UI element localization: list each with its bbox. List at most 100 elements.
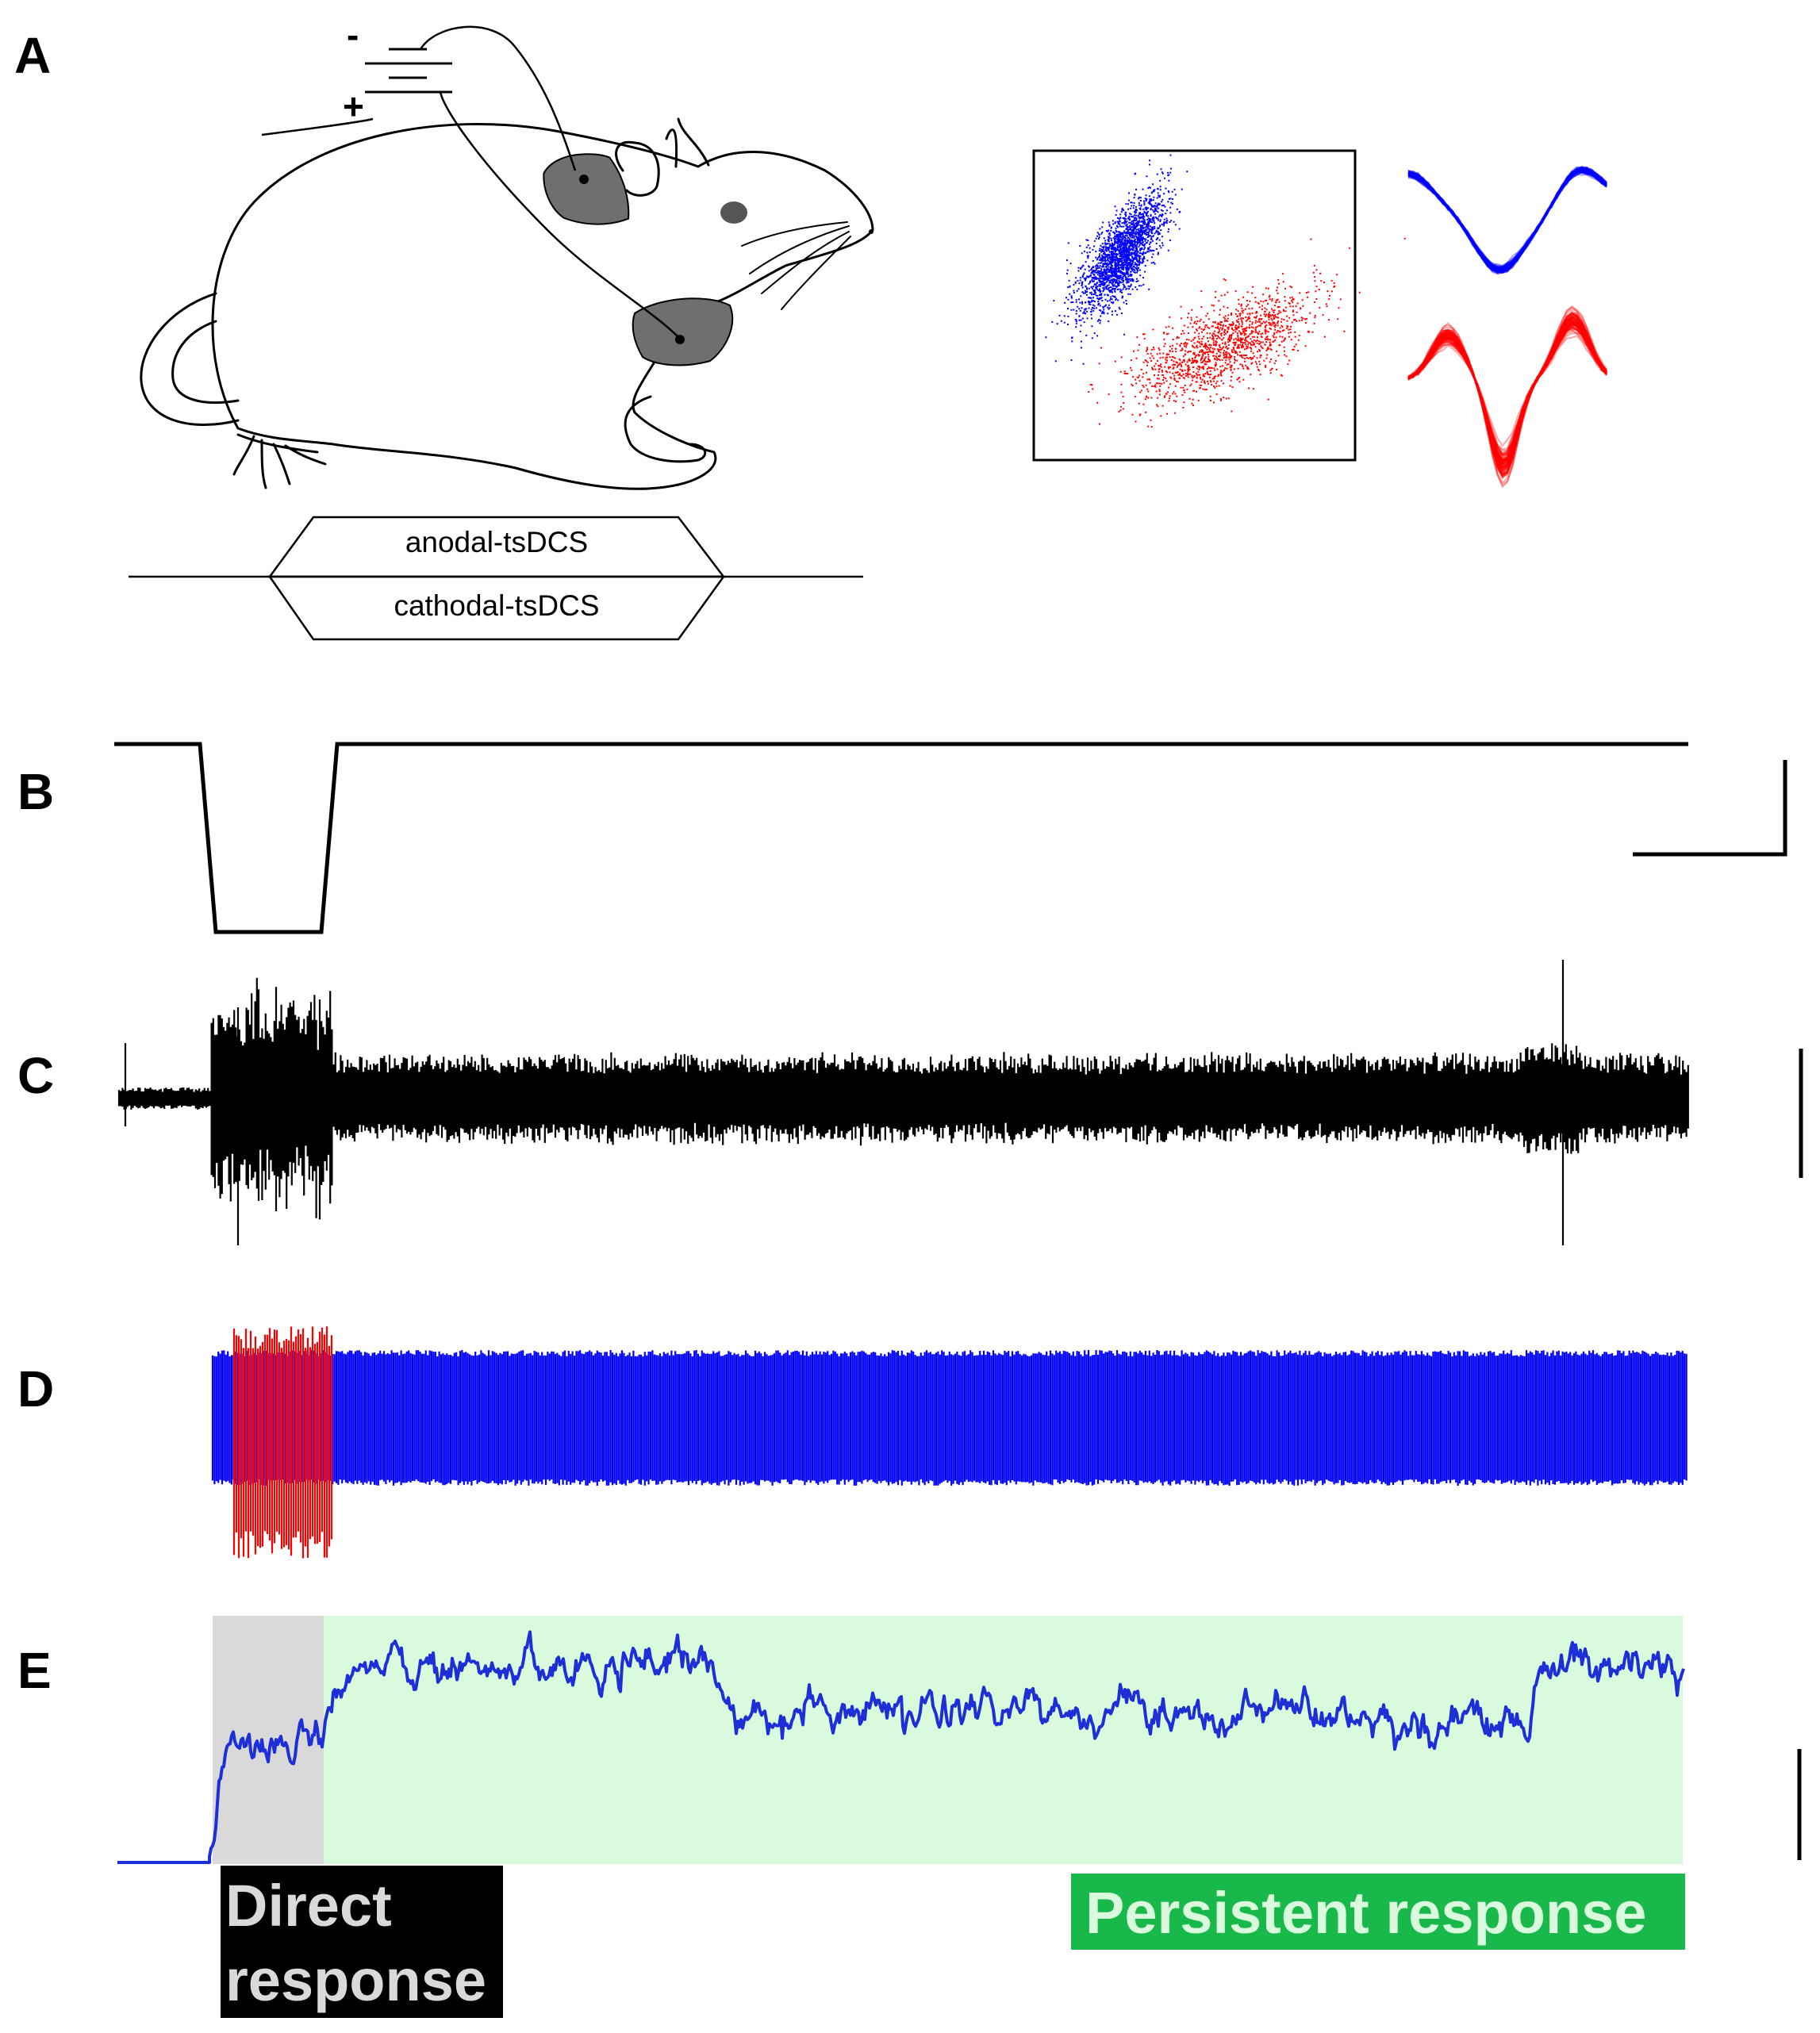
waveform-line bbox=[1407, 316, 1607, 468]
waveform-line bbox=[1407, 323, 1607, 461]
waveform-line bbox=[1407, 320, 1607, 466]
waveform-line bbox=[1407, 168, 1607, 270]
waveform-line bbox=[1407, 317, 1607, 469]
waveform-line bbox=[1407, 321, 1607, 464]
waveform-line bbox=[1407, 324, 1607, 462]
waveform-line bbox=[1407, 328, 1607, 455]
waveform-line bbox=[1407, 168, 1607, 272]
panel-label-e: E bbox=[17, 1642, 52, 1699]
battery-symbol bbox=[365, 48, 452, 94]
mouse-body bbox=[211, 122, 874, 490]
waveform-line bbox=[1407, 316, 1607, 471]
persistent-response-label: Persistent response bbox=[1085, 1880, 1646, 1946]
waveform-line bbox=[1407, 321, 1607, 465]
sorted-units-trace bbox=[211, 1326, 1688, 1559]
waveform-line bbox=[1407, 171, 1607, 270]
waveform-line bbox=[1407, 171, 1607, 270]
waveform-line bbox=[1407, 171, 1607, 268]
waveform-line bbox=[1407, 323, 1607, 464]
waveform-line bbox=[1407, 316, 1607, 474]
waveform-line bbox=[1407, 169, 1607, 270]
waveform-line bbox=[1407, 166, 1607, 273]
waveform-line bbox=[1407, 169, 1607, 271]
waveform-line bbox=[1407, 170, 1607, 270]
waveform-line bbox=[1407, 171, 1607, 270]
waveform-line bbox=[1407, 326, 1607, 456]
waveform-line bbox=[1407, 167, 1607, 272]
waveform-line bbox=[1407, 316, 1607, 470]
cluster-points bbox=[1045, 154, 1188, 365]
waveform-line bbox=[1407, 322, 1607, 462]
waveform-line bbox=[1407, 315, 1607, 472]
unit-2-spikes bbox=[232, 1326, 333, 1559]
mouse-eye bbox=[720, 201, 747, 224]
waveform-line bbox=[1407, 320, 1607, 464]
waveform-line bbox=[1407, 171, 1607, 267]
waveform-line bbox=[1407, 320, 1607, 468]
raw-recording-trace bbox=[117, 960, 1689, 1245]
waveform-line bbox=[1407, 312, 1607, 478]
panel-label-d: D bbox=[17, 1360, 54, 1417]
direct-response-label-line1: Direct bbox=[225, 1873, 392, 1939]
waveform-line bbox=[1407, 314, 1607, 477]
waveform-line bbox=[1407, 330, 1607, 452]
waveform-line bbox=[1407, 313, 1607, 475]
waveform-line bbox=[1407, 332, 1607, 451]
waveform-line bbox=[1407, 167, 1607, 273]
waveform-line bbox=[1407, 168, 1607, 271]
waveform-line bbox=[1407, 320, 1607, 463]
waveform-line bbox=[1407, 168, 1607, 271]
waveform-line bbox=[1407, 321, 1607, 464]
waveform-line bbox=[1407, 306, 1607, 489]
cluster-plot-frame bbox=[1032, 149, 1357, 462]
waveform-line bbox=[1407, 315, 1607, 475]
waveform-line bbox=[1407, 167, 1607, 274]
waveform-line bbox=[1407, 170, 1607, 270]
waveform-line bbox=[1407, 165, 1607, 274]
waveform-line bbox=[1407, 321, 1607, 463]
waveform-line bbox=[1407, 312, 1607, 475]
mouse-illustration bbox=[140, 117, 874, 490]
battery-plus-sign: + bbox=[343, 86, 364, 127]
firing-rate-trace bbox=[117, 1630, 1685, 1864]
waveform-line bbox=[1407, 323, 1607, 463]
head-electrode bbox=[543, 153, 630, 225]
back-electrode bbox=[632, 297, 734, 366]
waveform-line bbox=[1407, 328, 1607, 455]
waveform-line bbox=[1407, 169, 1607, 271]
waveform-line bbox=[1407, 168, 1607, 270]
waveform-line bbox=[1407, 325, 1607, 460]
waveform-line bbox=[1407, 168, 1607, 272]
cluster-unit-1 bbox=[1045, 154, 1188, 365]
waveform-line bbox=[1407, 317, 1607, 469]
waveform-line bbox=[1407, 322, 1607, 463]
panel-label-a: A bbox=[14, 27, 51, 84]
waveform-line bbox=[1407, 312, 1607, 478]
waveform-line bbox=[1407, 170, 1607, 270]
persistent-response-label-box bbox=[1071, 1874, 1685, 1950]
waveform-line bbox=[1407, 335, 1607, 447]
waveform-line bbox=[1407, 318, 1607, 470]
anodal-label: anodal-tsDCS bbox=[405, 526, 588, 558]
waveform-line bbox=[1407, 316, 1607, 470]
waveform-line bbox=[1407, 320, 1607, 466]
waveform-line bbox=[1407, 321, 1607, 466]
waveform-line bbox=[1407, 322, 1607, 462]
waveform-line bbox=[1407, 316, 1607, 469]
mouse-tail bbox=[140, 292, 240, 426]
waveform-line bbox=[1407, 326, 1607, 456]
mouse-hind-paw bbox=[232, 433, 327, 489]
waveform-line bbox=[1407, 312, 1607, 477]
panel-label-b: B bbox=[17, 763, 54, 820]
waveform-line bbox=[1407, 170, 1607, 269]
waveform-line bbox=[1407, 169, 1607, 273]
waveform-line bbox=[1407, 321, 1607, 462]
cathodal-label: cathodal-tsDCS bbox=[394, 589, 599, 622]
waveform-line bbox=[1407, 168, 1607, 270]
waveform-line bbox=[1407, 171, 1607, 268]
waveform-line bbox=[1407, 173, 1607, 267]
waveform-line bbox=[1407, 168, 1607, 270]
waveform-unit-2 bbox=[1407, 305, 1607, 489]
waveform-line bbox=[1407, 327, 1607, 456]
waveform-line bbox=[1407, 167, 1607, 273]
